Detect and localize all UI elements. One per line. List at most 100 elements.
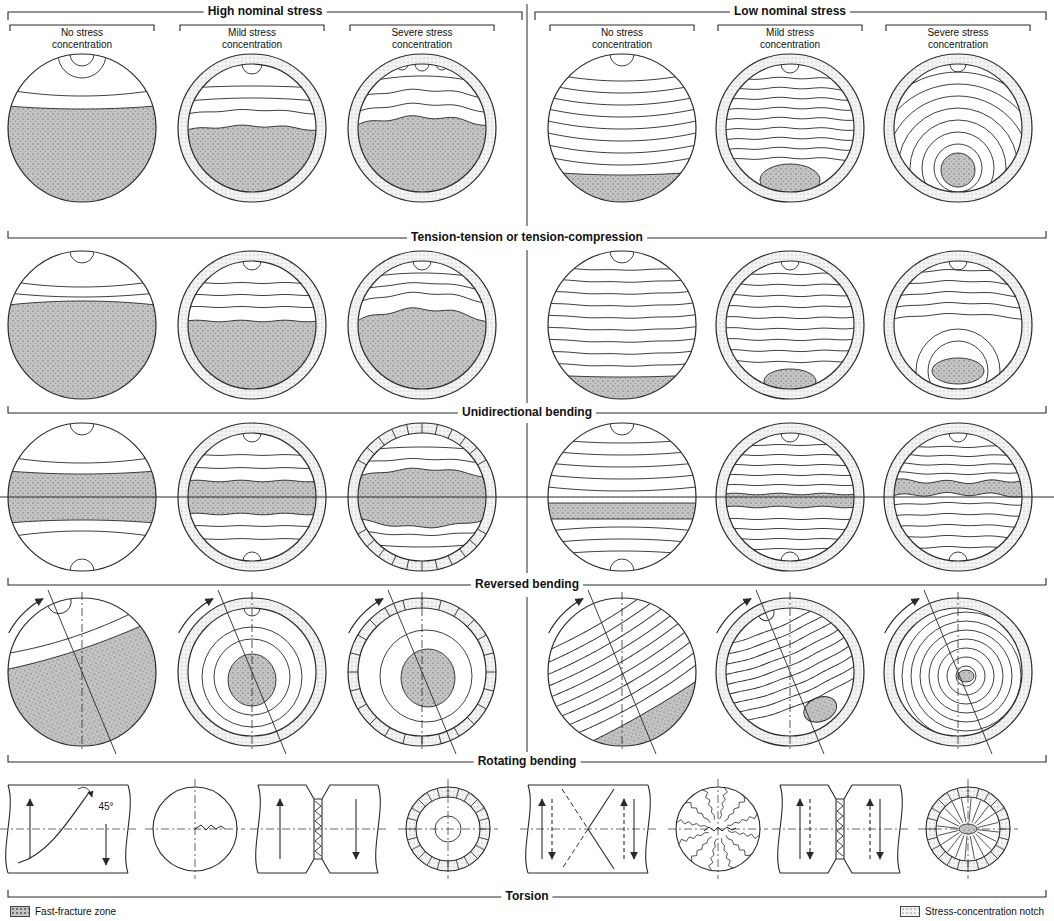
ratchet-mark xyxy=(351,653,361,656)
fracture-marks xyxy=(158,252,346,419)
beach-mark xyxy=(696,518,884,520)
legend-item: Fast-fracture zone xyxy=(8,906,118,917)
ratchet-mark xyxy=(370,620,377,627)
fracture-marks xyxy=(380,630,472,722)
cross-section xyxy=(668,779,768,879)
beach-mark xyxy=(518,451,726,455)
ratchet-mark xyxy=(385,727,390,736)
fracture-marks xyxy=(893,603,1039,749)
ratchet-mark xyxy=(358,635,367,640)
beach-mark xyxy=(518,327,726,331)
beach-mark xyxy=(696,283,884,285)
fracture-outline xyxy=(8,54,156,202)
ratchet-mark xyxy=(367,540,374,547)
beach-mark xyxy=(518,475,726,479)
beach-mark xyxy=(696,305,884,307)
ratchet-mark xyxy=(484,689,494,692)
fracture-face xyxy=(894,261,1022,389)
load-plane-line xyxy=(218,590,286,754)
ratchet-mark xyxy=(439,734,442,744)
cross-section xyxy=(145,779,245,879)
helical-crack xyxy=(562,789,588,869)
beach-mark xyxy=(864,281,1052,287)
ratchet-mark xyxy=(476,808,485,813)
beach-mark xyxy=(158,306,346,308)
concentration-heading: Severe stress concentration xyxy=(374,27,470,50)
radial-mark xyxy=(703,790,715,820)
beach-mark xyxy=(696,338,884,340)
angle-arrow xyxy=(78,787,92,797)
ratchet-mark xyxy=(437,860,440,870)
fracture-marks xyxy=(696,55,884,196)
beach-mark xyxy=(696,327,884,329)
ratchet-mark xyxy=(480,829,490,830)
shaft xyxy=(526,785,651,873)
axis-line xyxy=(918,779,1018,879)
fracture-marks xyxy=(850,56,1054,276)
beach-mark xyxy=(947,657,985,695)
ratchet-mark xyxy=(418,799,425,806)
beach-mark xyxy=(518,551,726,555)
legend-text: Stress-concentration notch xyxy=(925,906,1044,917)
torque-arrow xyxy=(29,799,30,859)
ratchet-mark xyxy=(403,601,406,611)
ratchet-mark xyxy=(464,857,469,866)
legend-swatch xyxy=(10,906,30,917)
beach-mark xyxy=(518,145,726,153)
fracture-section xyxy=(0,30,186,232)
beach-mark xyxy=(536,627,719,735)
fracture-section xyxy=(518,42,726,232)
concentration-heading: No stress concentration xyxy=(574,27,670,50)
ratchet-mark xyxy=(991,852,998,859)
beach-mark xyxy=(696,316,884,318)
rotation-arrow xyxy=(717,599,751,633)
ratchet-mark xyxy=(418,852,425,859)
ratchet-mark xyxy=(947,857,952,866)
beach-mark xyxy=(158,98,346,101)
divider xyxy=(527,250,528,403)
beach-mark xyxy=(518,463,726,467)
crack xyxy=(704,827,736,831)
ratchet-mark xyxy=(1000,829,1010,830)
beach-mark xyxy=(938,648,994,704)
loading-mode-label: Tension-tension or tension-compression xyxy=(407,231,647,245)
ratchet-mark xyxy=(984,793,989,802)
beach-mark xyxy=(0,600,170,670)
ratchet-mark xyxy=(448,555,452,564)
beach-mark xyxy=(328,292,516,304)
beach-mark xyxy=(696,157,884,161)
beach-mark xyxy=(850,60,1054,276)
beach-mark xyxy=(696,474,884,476)
beach-mark xyxy=(380,630,472,722)
fracture-marks xyxy=(864,252,1052,413)
beach-mark xyxy=(696,538,884,540)
radial-mark xyxy=(961,799,965,822)
fracture-outline xyxy=(8,251,156,399)
ratchet-mark xyxy=(403,734,406,744)
fracture-section xyxy=(696,251,884,399)
torque-arrow xyxy=(799,799,800,859)
load-plane-line xyxy=(388,590,456,754)
ratchet-mark xyxy=(927,818,937,821)
beach-mark xyxy=(328,76,516,84)
axis-line xyxy=(250,829,386,830)
ratchet-mark xyxy=(439,601,442,611)
legend-swatch xyxy=(900,906,920,917)
ratchet-mark xyxy=(470,540,477,547)
shaft xyxy=(520,785,656,873)
fast-fracture-zone xyxy=(0,615,213,803)
loading-mode-label: Unidirectional bending xyxy=(458,406,596,420)
fast-fracture-zone xyxy=(864,478,1052,497)
ratchet-mark xyxy=(358,460,367,465)
beach-mark xyxy=(696,117,884,121)
beach-mark xyxy=(328,273,516,279)
fracture-outline xyxy=(894,64,1022,192)
ratchet-mark xyxy=(938,799,945,806)
shaft xyxy=(528,785,648,873)
beach-mark xyxy=(328,103,516,113)
torque-arrow xyxy=(355,799,356,859)
radial-mark xyxy=(728,830,760,838)
fast-fracture-zone xyxy=(0,301,186,429)
ratchet-mark xyxy=(477,704,486,709)
